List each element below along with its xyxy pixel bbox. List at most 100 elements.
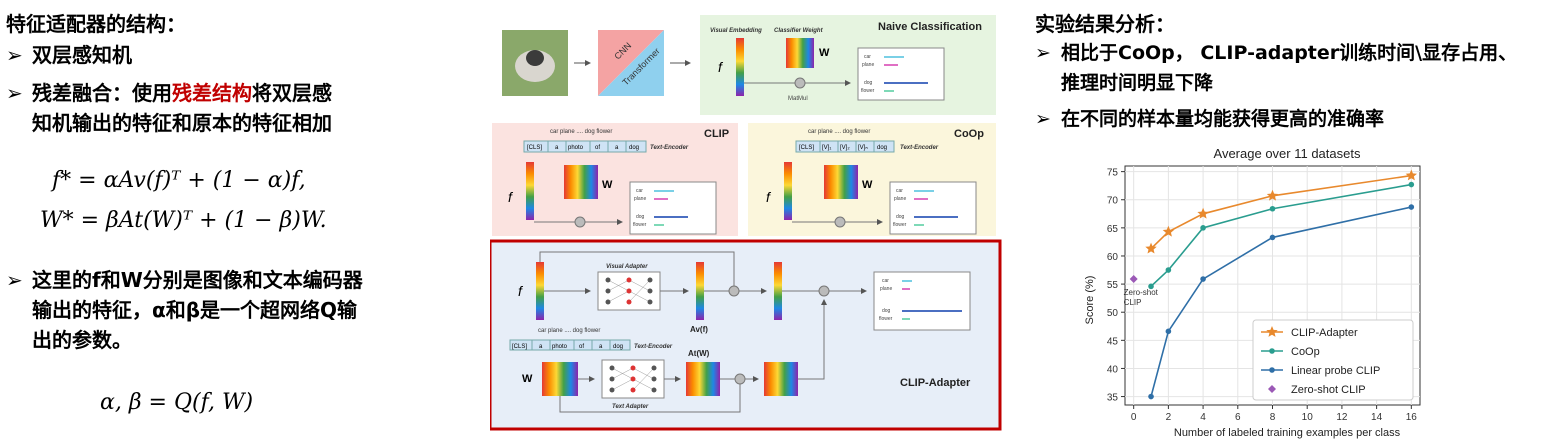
clip-adapter-panel: CLIP-Adapter f Visual Adapter Av(f) car … bbox=[490, 239, 1002, 431]
x-tick-label: 4 bbox=[1200, 412, 1206, 423]
svg-text:[V]₁: [V]₁ bbox=[822, 145, 831, 151]
x-tick-label: 16 bbox=[1406, 412, 1418, 423]
accuracy-chart: Average over 11 datasets Number of label… bbox=[1084, 146, 1421, 439]
bullet-arrow-icon: ➢ bbox=[6, 43, 23, 67]
legend-box bbox=[1252, 319, 1414, 401]
naive-panel: Naive Classification Visual Embedding Cl… bbox=[700, 15, 996, 115]
svg-text:[CLS]: [CLS] bbox=[527, 145, 542, 151]
svg-text:dog: dog bbox=[864, 80, 873, 86]
svg-text:[CLS]: [CLS] bbox=[512, 344, 527, 350]
svg-text:dog: dog bbox=[629, 145, 639, 151]
x-tick-label: 10 bbox=[1302, 412, 1314, 423]
y-tick-label: 50 bbox=[1107, 308, 1119, 319]
svg-text:dog: dog bbox=[613, 344, 623, 350]
zero-shot-annotation: CLIP bbox=[1124, 298, 1142, 307]
svg-text:Text-Encoder: Text-Encoder bbox=[634, 344, 673, 350]
legend-marker bbox=[1269, 348, 1275, 354]
data-point bbox=[1269, 234, 1276, 241]
svg-text:car: car bbox=[636, 188, 643, 194]
matmul-label: MatMul bbox=[788, 96, 808, 102]
data-point bbox=[1405, 169, 1418, 181]
right-heading: 实验结果分析： bbox=[1035, 12, 1175, 36]
svg-text:dog: dog bbox=[877, 145, 887, 151]
left-bullet-1: ➢双层感知机 bbox=[6, 40, 132, 70]
svg-text:W: W bbox=[862, 179, 873, 191]
classifier-weight-label: Classifier Weight bbox=[774, 28, 824, 34]
svg-text:a: a bbox=[539, 344, 543, 350]
equation-q: α, β = Q(f, W) bbox=[100, 390, 254, 415]
bullet-arrow-icon: ➢ bbox=[6, 268, 23, 292]
class-words: car plane .... dog flower bbox=[550, 129, 612, 135]
adapter-title: CLIP-Adapter bbox=[900, 377, 971, 389]
svg-text:car plane .... dog flo: car plane .... dog flower bbox=[808, 129, 870, 135]
text-adapter-label: Text Adapter bbox=[612, 404, 649, 410]
visual-adapter-label: Visual Adapter bbox=[606, 264, 648, 270]
svg-text:plane: plane bbox=[862, 62, 874, 68]
av-label: Av(f) bbox=[690, 325, 708, 334]
svg-text:photo: photo bbox=[568, 145, 584, 151]
data-point bbox=[1162, 225, 1175, 237]
svg-text:car: car bbox=[864, 54, 871, 60]
bullet-text: 这里的f和W分别是图像和文本编码器 bbox=[32, 268, 363, 292]
svg-text:car: car bbox=[896, 188, 903, 194]
svg-text:flower: flower bbox=[633, 222, 647, 228]
bullet-arrow-icon: ➢ bbox=[6, 81, 23, 105]
legend-marker bbox=[1266, 326, 1278, 337]
svg-text:a: a bbox=[555, 145, 559, 151]
svg-text:plane: plane bbox=[894, 196, 906, 202]
x-tick-label: 8 bbox=[1270, 412, 1276, 423]
svg-text:plane: plane bbox=[880, 286, 892, 292]
data-point bbox=[1269, 205, 1276, 212]
clip-title: CLIP bbox=[704, 128, 729, 140]
svg-text:dog: dog bbox=[896, 214, 905, 220]
data-point bbox=[1408, 204, 1415, 210]
equation-f: f* = αAv(f)ᵀ + (1 − α)f, bbox=[52, 168, 306, 193]
svg-text:[CLS]: [CLS] bbox=[799, 145, 814, 151]
data-point bbox=[1145, 242, 1157, 254]
coop-panel: CoOp car plane .... dog flower [CLS] [V]… bbox=[748, 123, 996, 236]
left-bullet-2: ➢残差融合：使用残差结构将双层感 知机输出的特征和原本的特征相加 bbox=[6, 78, 476, 138]
y-tick-label: 55 bbox=[1107, 280, 1119, 291]
x-tick-label: 0 bbox=[1131, 412, 1137, 423]
equation-w: W* = βAt(W)ᵀ + (1 − β)W. bbox=[40, 208, 327, 233]
chart-title: Average over 11 datasets bbox=[1214, 146, 1361, 161]
y-tick-label: 45 bbox=[1107, 336, 1119, 347]
encoder-block: CNN Transformer bbox=[598, 30, 664, 96]
svg-text:f: f bbox=[766, 189, 772, 205]
bullet-text: 输出的特征，α和β是一个超网络Q输 bbox=[32, 298, 358, 322]
svg-text:W: W bbox=[602, 179, 613, 191]
data-point bbox=[1200, 225, 1206, 231]
svg-text:flower: flower bbox=[861, 88, 875, 94]
svg-text:Text-Encoder: Text-Encoder bbox=[900, 145, 939, 151]
at-label: At(W) bbox=[688, 349, 710, 358]
bullet-arrow-icon: ➢ bbox=[1035, 42, 1051, 64]
visual-embedding-label: Visual Embedding bbox=[710, 28, 762, 34]
chart-xlabel: Number of labeled training examples per … bbox=[1174, 427, 1401, 439]
data-point bbox=[1129, 275, 1138, 284]
text-encoder-label: Text-Encoder bbox=[650, 145, 689, 151]
svg-text:car plane .... dog flo: car plane .... dog flower bbox=[538, 328, 600, 334]
data-point bbox=[1200, 276, 1206, 282]
svg-text:of: of bbox=[595, 145, 600, 151]
data-point bbox=[1266, 189, 1279, 201]
svg-text:W: W bbox=[522, 373, 533, 385]
y-tick-label: 60 bbox=[1107, 252, 1119, 263]
clip-panel: CLIP car plane .... dog flower [CLS] a p… bbox=[492, 123, 738, 236]
data-point bbox=[1408, 181, 1415, 188]
svg-text:flower: flower bbox=[893, 222, 907, 228]
svg-text:[V]ₙ: [V]ₙ bbox=[858, 145, 868, 151]
left-bullet-3: ➢ 这里的f和W分别是图像和文本编码器 输出的特征，α和β是一个超网络Q输 出的参… bbox=[6, 265, 476, 355]
bullet-text: 在不同的样本量均能获得更高的准确率 bbox=[1061, 108, 1385, 130]
svg-text:f: f bbox=[518, 283, 524, 299]
y-tick-label: 40 bbox=[1107, 364, 1119, 375]
clip-adapter-diagram: CNN Transformer Naive Classification Vis… bbox=[490, 15, 1002, 431]
svg-text:flower: flower bbox=[879, 316, 893, 322]
svg-text:a: a bbox=[599, 344, 603, 350]
data-point bbox=[1165, 267, 1172, 273]
left-heading: 特征适配器的结构： bbox=[6, 12, 186, 36]
f-label: f bbox=[718, 59, 724, 75]
svg-text:[V]₂: [V]₂ bbox=[840, 145, 850, 151]
right-bullet-2: ➢在不同的样本量均能获得更高的准确率 bbox=[1035, 104, 1384, 134]
bullet-text: 出的参数。 bbox=[32, 328, 132, 352]
svg-text:of: of bbox=[579, 344, 584, 350]
